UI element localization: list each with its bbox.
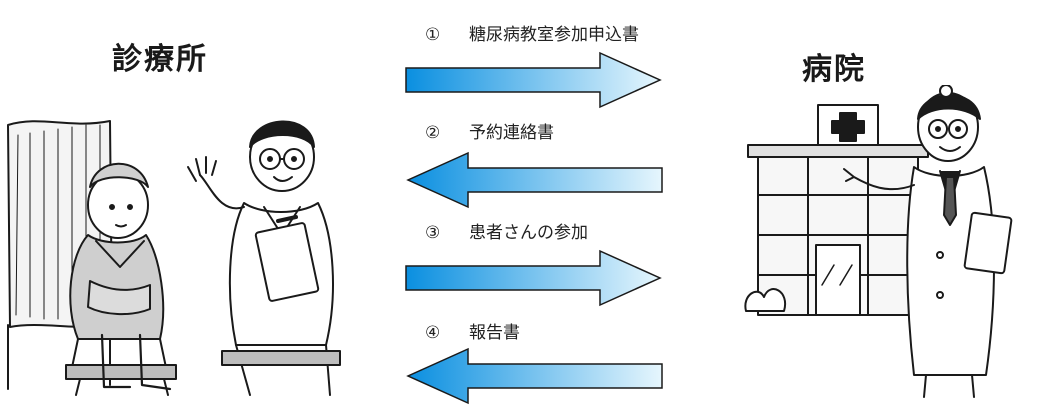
doctor-icon (187, 120, 341, 396)
arrow-left-2-icon (406, 151, 663, 209)
step-2-label: ② 予約連絡書 (425, 118, 554, 143)
step-1-label: ① 糖尿病教室参加申込書 (425, 20, 639, 45)
arrow-right-1-icon (405, 51, 662, 109)
step-2-text: 予約連絡書 (469, 123, 554, 143)
step-3-number: ③ (425, 223, 441, 243)
step-1-text: 糖尿病教室参加申込書 (469, 25, 639, 45)
step-3-text: 患者さんの参加 (469, 223, 588, 243)
hospital-building-icon (744, 104, 929, 316)
clinic-title: 診療所 (112, 42, 208, 77)
step-2-number: ② (425, 123, 441, 143)
arrow-right-3-icon (405, 249, 662, 307)
arrow-left-4-icon (406, 347, 663, 405)
step-1-number: ① (425, 25, 441, 45)
step-4-text: 報告書 (469, 323, 520, 343)
step-4-number: ④ (425, 323, 441, 343)
hospital-title: 病院 (802, 52, 866, 87)
patient-icon (65, 162, 177, 396)
hospital-illustration (744, 85, 1013, 398)
step-3-label: ③ 患者さんの参加 (425, 218, 588, 243)
clinic-illustration (7, 120, 341, 396)
step-4-label: ④ 報告書 (425, 318, 520, 343)
hospital-doctor-icon (843, 85, 1013, 398)
